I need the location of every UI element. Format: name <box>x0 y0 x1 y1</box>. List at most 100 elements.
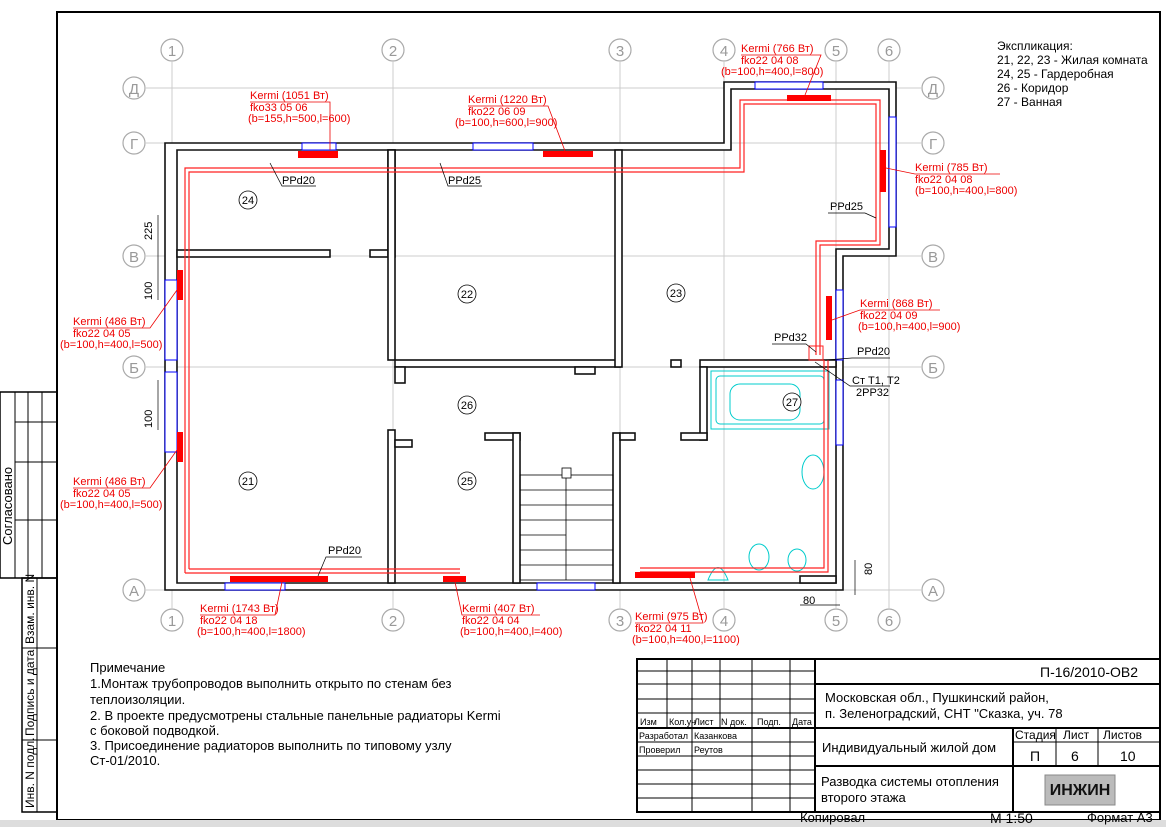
svg-text:(b=100,h=400,l=500): (b=100,h=400,l=500) <box>60 339 162 351</box>
svg-text:Инв. N подл.: Инв. N подл. <box>23 737 37 808</box>
svg-text:fko33 05 06: fko33 05 06 <box>250 102 308 114</box>
svg-text:Московская обл., Пушкинский ра: Московская обл., Пушкинский район, <box>825 690 1049 705</box>
title-block: Изм Кол.уч Лист N док. Подп. Дата Разраб… <box>636 658 1161 826</box>
svg-text:Kermi (1743 Вт): Kermi (1743 Вт) <box>200 603 279 615</box>
pipe-labels: PPd20 PPd25 PPd25 PPd32 PPd20 Ст Т1, Т2 … <box>269 162 900 577</box>
axis-4-bottom: 4 <box>712 608 736 632</box>
svg-text:Разводка системы отопления: Разводка системы отопления <box>821 774 999 789</box>
svg-text:5: 5 <box>832 43 840 60</box>
radiator-labels: Kermi (1051 Вт)fko33 05 06(b=155,h=500,l… <box>60 43 1017 646</box>
svg-text:Kermi (975 Вт): Kermi (975 Вт) <box>635 611 708 623</box>
svg-text:fko22 06 09: fko22 06 09 <box>468 106 526 118</box>
svg-text:100: 100 <box>143 282 155 300</box>
radiator-label-1743: Kermi (1743 Вт)fko22 04 18(b=100,h=400,l… <box>197 581 306 638</box>
axis-5-bottom: 5 <box>824 608 848 632</box>
svg-text:24, 25 - Гардеробная: 24, 25 - Гардеробная <box>997 67 1114 81</box>
explication: Экспликация: 21, 22, 23 - Жилая комната … <box>997 39 1148 109</box>
radiator-975 <box>635 572 695 578</box>
svg-text:(b=100,h=600,l=900): (b=100,h=600,l=900) <box>455 117 557 129</box>
svg-text:с боковой подводкой.: с боковой подводкой. <box>90 723 220 738</box>
axis-b-left: Б <box>122 355 146 379</box>
svg-text:21, 22, 23 - Жилая комната: 21, 22, 23 - Жилая комната <box>997 53 1148 67</box>
radiator-868 <box>826 296 832 340</box>
svg-text:(b=155,h=500,l=600): (b=155,h=500,l=600) <box>248 113 350 125</box>
svg-text:22: 22 <box>461 289 473 301</box>
svg-text:4: 4 <box>720 613 728 630</box>
radiator-label-486-lower: Kermi (486 Вт)fko22 04 05(b=100,h=400,l=… <box>60 449 178 511</box>
axis-6-top: 6 <box>877 38 901 62</box>
svg-text:fko22 04 09: fko22 04 09 <box>860 310 918 322</box>
svg-text:В: В <box>928 249 938 266</box>
svg-text:В: В <box>129 249 139 266</box>
svg-text:(b=100,h=400,l=800): (b=100,h=400,l=800) <box>721 66 823 78</box>
company-logo: ИНЖИН <box>1044 774 1116 806</box>
svg-text:А: А <box>928 583 938 600</box>
axis-v-right: В <box>921 244 945 268</box>
radiator-label-766: Kermi (766 Вт)fko22 04 08(b=100,h=400,l=… <box>721 43 823 96</box>
axis-1-top: 1 <box>160 38 184 62</box>
radiator-1220 <box>543 151 593 157</box>
axis-4-top: 4 <box>712 38 736 62</box>
svg-text:Б: Б <box>129 360 139 377</box>
dimensions: 225 100 100 80 80 <box>143 215 875 607</box>
room-25: 25 <box>457 471 477 491</box>
svg-text:Индивидуальный жилой дом: Индивидуальный жилой дом <box>822 740 996 755</box>
svg-text:PPd20: PPd20 <box>857 346 890 358</box>
svg-text:Лист: Лист <box>694 717 714 727</box>
svg-text:Б: Б <box>928 360 938 377</box>
radiator-label-1220: Kermi (1220 Вт)fko22 06 09(b=100,h=600,l… <box>455 94 566 152</box>
svg-text:А: А <box>129 583 139 600</box>
svg-text:Стадия: Стадия <box>1015 728 1056 742</box>
svg-text:Разработал: Разработал <box>639 731 688 741</box>
radiator-1051 <box>298 151 338 158</box>
axis-d-right: Д <box>921 76 945 100</box>
svg-text:Экспликация:: Экспликация: <box>997 39 1073 53</box>
axis-g-left: Г <box>122 131 146 155</box>
svg-text:2PP32: 2PP32 <box>856 387 889 399</box>
svg-text:Kermi (785 Вт): Kermi (785 Вт) <box>915 162 988 174</box>
svg-text:27: 27 <box>786 397 798 409</box>
room-24: 24 <box>238 190 258 210</box>
radiator-486-upper <box>177 270 183 300</box>
svg-text:26: 26 <box>461 400 473 412</box>
svg-text:(b=100,h=400,l=400): (b=100,h=400,l=400) <box>460 626 562 638</box>
svg-text:Изм: Изм <box>640 717 657 727</box>
svg-text:PPd25: PPd25 <box>830 201 863 213</box>
svg-text:3: 3 <box>616 613 624 630</box>
svg-text:Примечание: Примечание <box>90 660 165 675</box>
svg-text:Формат А3: Формат А3 <box>1087 810 1153 825</box>
svg-text:PPd25: PPd25 <box>448 175 481 187</box>
svg-text:PPd32: PPd32 <box>774 332 807 344</box>
axis-3-bottom: 3 <box>608 608 632 632</box>
svg-text:ИНЖИН: ИНЖИН <box>1050 782 1111 799</box>
room-22: 22 <box>457 284 477 304</box>
svg-text:(b=100,h=400,l=800): (b=100,h=400,l=800) <box>915 185 1017 197</box>
svg-text:Реутов: Реутов <box>694 745 723 755</box>
svg-text:3. Присоединение радиаторов вы: 3. Присоединение радиаторов выполнить по… <box>90 738 452 753</box>
svg-text:Ст Т1, Т2: Ст Т1, Т2 <box>852 375 900 387</box>
svg-text:Подп.: Подп. <box>757 717 781 727</box>
radiators <box>177 95 886 582</box>
svg-text:25: 25 <box>461 476 473 488</box>
svg-text:Взам. инв. N: Взам. инв. N <box>23 574 37 644</box>
axis-6-bottom: 6 <box>877 608 901 632</box>
svg-text:225: 225 <box>143 222 155 240</box>
svg-text:второго этажа: второго этажа <box>821 790 906 805</box>
svg-text:М 1:50: М 1:50 <box>990 810 1033 826</box>
svg-text:100: 100 <box>143 410 155 428</box>
svg-text:Кол.уч: Кол.уч <box>669 717 696 727</box>
svg-text:2: 2 <box>389 613 397 630</box>
axis-1-bottom: 1 <box>160 608 184 632</box>
svg-text:П: П <box>1030 748 1040 764</box>
svg-text:1: 1 <box>168 613 176 630</box>
radiator-label-868: Kermi (868 Вт)fko22 04 09(b=100,h=400,l=… <box>831 298 960 333</box>
svg-text:(b=100,h=400,l=1100): (b=100,h=400,l=1100) <box>632 634 740 646</box>
room-27: 27 <box>782 392 802 412</box>
windows <box>164 81 897 591</box>
svg-text:1.Монтаж трубопроводов выполни: 1.Монтаж трубопроводов выполнить открыто… <box>90 676 452 691</box>
axis-g-right: Г <box>921 131 945 155</box>
radiator-label-1051: Kermi (1051 Вт)fko33 05 06(b=155,h=500,l… <box>248 90 350 150</box>
axis-2-bottom: 2 <box>381 608 405 632</box>
svg-text:Kermi (486 Вт): Kermi (486 Вт) <box>73 476 146 488</box>
